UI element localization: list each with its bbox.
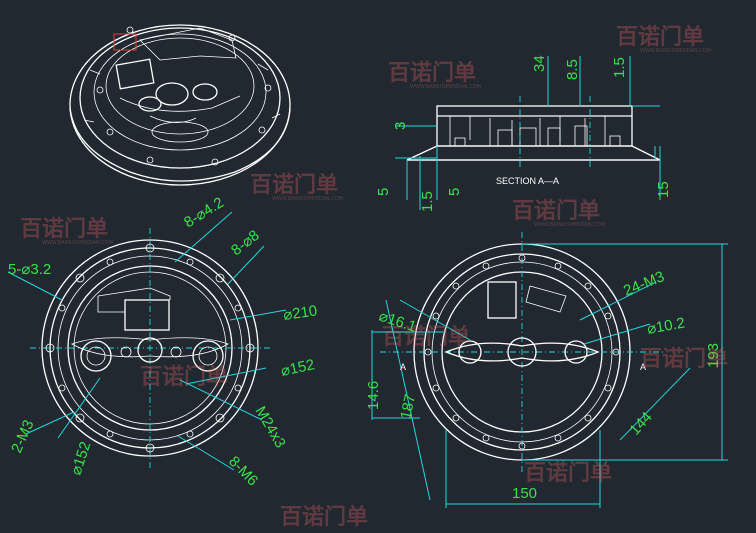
- label-2-m3: 2-M3: [8, 417, 37, 455]
- section-view: [395, 56, 661, 210]
- watermark-4: 百诺门单: [20, 216, 108, 242]
- dim-left-3: 3: [392, 122, 409, 130]
- label-14-6: 14.6: [365, 381, 382, 410]
- dim-top-8-5: 8.5: [564, 59, 581, 80]
- dimension-labels: 34 8.5 1.5 3 5 1.5 5 15 SECTION A—A 8-⌀4…: [8, 55, 722, 502]
- section-mark-left: A: [400, 362, 406, 372]
- dim-left-1-5: 1.5: [419, 191, 436, 212]
- watermark-6: 百诺门单: [382, 324, 470, 350]
- label-dia-10-2: ⌀10.2: [646, 315, 687, 338]
- watermark-2: 百诺门单: [388, 60, 476, 86]
- label-dia-152-a: ⌀152: [279, 356, 316, 380]
- watermark-8: 百诺门单: [140, 364, 228, 390]
- label-8-holes-4-2: 8-⌀4.2: [181, 194, 227, 231]
- watermark-1: 百诺门单: [616, 24, 704, 50]
- isometric-view: [69, 24, 291, 186]
- watermark-sub-4: WWW.BAINUOMENDAN.COM: [42, 240, 113, 246]
- watermark-sub-2: WWW.BAINUOMENDAN.COM: [410, 84, 481, 90]
- watermark-sub-1: WWW.BAINUOMENDAN.COM: [640, 48, 711, 54]
- label-5-holes-3-2: 5-⌀3.2: [8, 261, 51, 278]
- watermark-10: 百诺门单: [280, 504, 368, 530]
- label-193: 193: [705, 343, 722, 368]
- bolt-holes-ring: [424, 254, 620, 450]
- label-150: 150: [512, 485, 537, 502]
- label-24-m3: 24-M3: [621, 268, 667, 300]
- label-8-m6: 8-M6: [225, 453, 261, 489]
- dim-top-1-5: 1.5: [611, 57, 628, 78]
- watermark-9: 百诺门单: [524, 460, 612, 486]
- plan-view-left: [7, 211, 287, 471]
- plan-view-right: [371, 232, 728, 508]
- section-label: SECTION A—A: [496, 176, 559, 186]
- dim-left-5-a: 5: [375, 188, 392, 196]
- dim-top-34: 34: [531, 55, 548, 72]
- label-dia-152-b: ⌀152: [68, 440, 95, 478]
- label-8-holes-8: 8-⌀8: [228, 227, 263, 259]
- label-m24-thread: M24x3: [252, 404, 289, 451]
- section-mark-right: A: [640, 362, 646, 372]
- dim-left-5-b: 5: [446, 188, 463, 196]
- watermark-5: 百诺门单: [512, 198, 600, 224]
- watermark-3: 百诺门单: [250, 172, 338, 198]
- watermark-sub-5: WWW.BAINUOMENDAN.COM: [534, 222, 605, 228]
- label-187: 187: [397, 393, 419, 421]
- watermark-sub-3: WWW.BAINUOMENDAN.COM: [272, 196, 343, 202]
- label-dia-210: ⌀210: [282, 302, 318, 324]
- label-144: 144: [626, 409, 655, 439]
- watermarks: 百诺门单 WWW.BAINUOMENDAN.COM 百诺门单 WWW.BAINU…: [20, 24, 728, 530]
- watermark-7: 百诺门单: [640, 346, 728, 372]
- dim-right-15: 15: [655, 181, 672, 198]
